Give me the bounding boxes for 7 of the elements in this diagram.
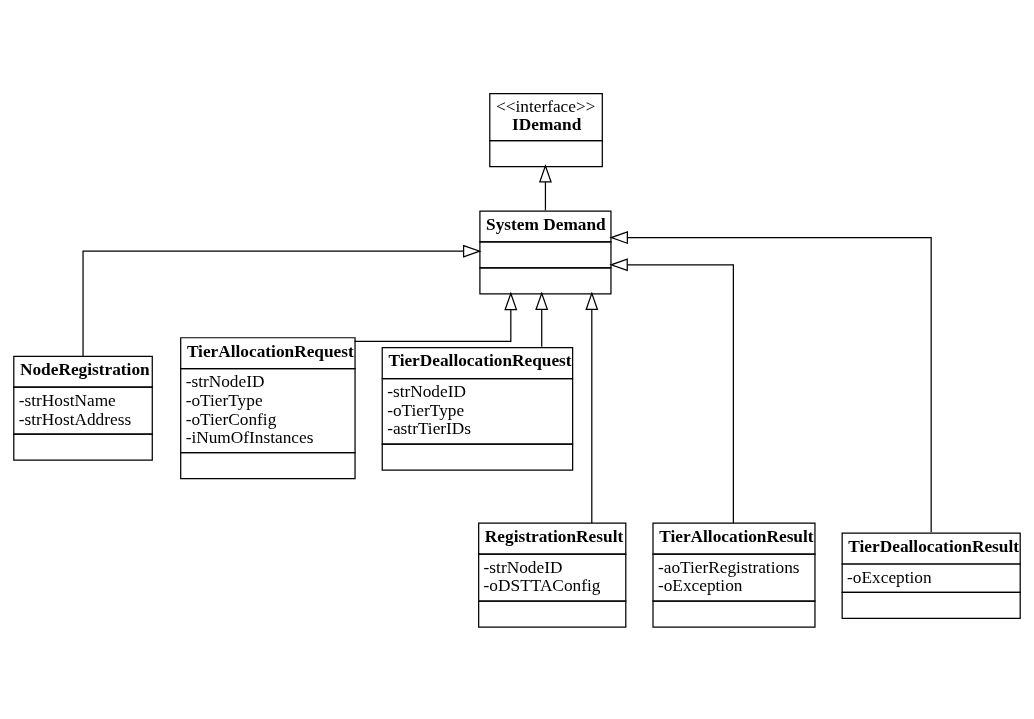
arrow <box>353 291 518 342</box>
arrow <box>82 244 482 357</box>
arrow <box>535 290 549 347</box>
arrow <box>609 230 932 533</box>
arrow <box>609 257 734 524</box>
arrow <box>585 291 599 524</box>
arrow <box>538 163 552 211</box>
